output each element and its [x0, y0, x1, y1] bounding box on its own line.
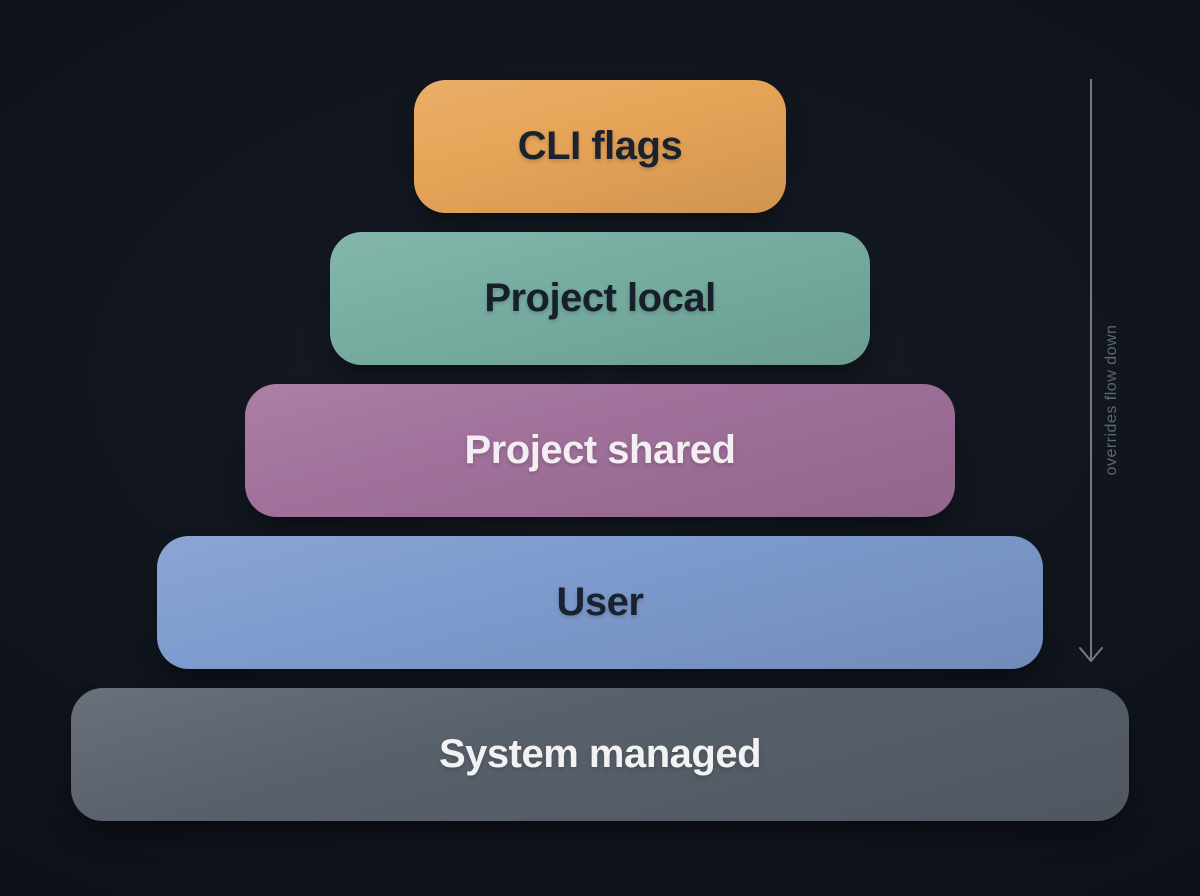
layer-user-label: User: [556, 580, 644, 624]
layer-system-managed: System managed: [71, 688, 1129, 821]
layer-project-shared-label: Project shared: [464, 428, 736, 472]
layer-project-local-label: Project local: [484, 276, 716, 320]
layer-cli-flags-label: CLI flags: [517, 124, 683, 168]
flow-label: overrides flow down: [1103, 324, 1120, 476]
layer-user: User: [157, 536, 1043, 669]
layer-project-shared: Project shared: [245, 384, 955, 517]
layer-system-managed-label: System managed: [438, 732, 762, 776]
layer-project-local: Project local: [330, 232, 870, 365]
down-arrow-icon: [1079, 79, 1103, 662]
precedence-stack: CLI flags Project local Project shared U…: [0, 80, 1200, 821]
overrides-flow-indicator: overrides flow down: [1077, 77, 1120, 667]
layer-cli-flags: CLI flags: [414, 80, 786, 213]
